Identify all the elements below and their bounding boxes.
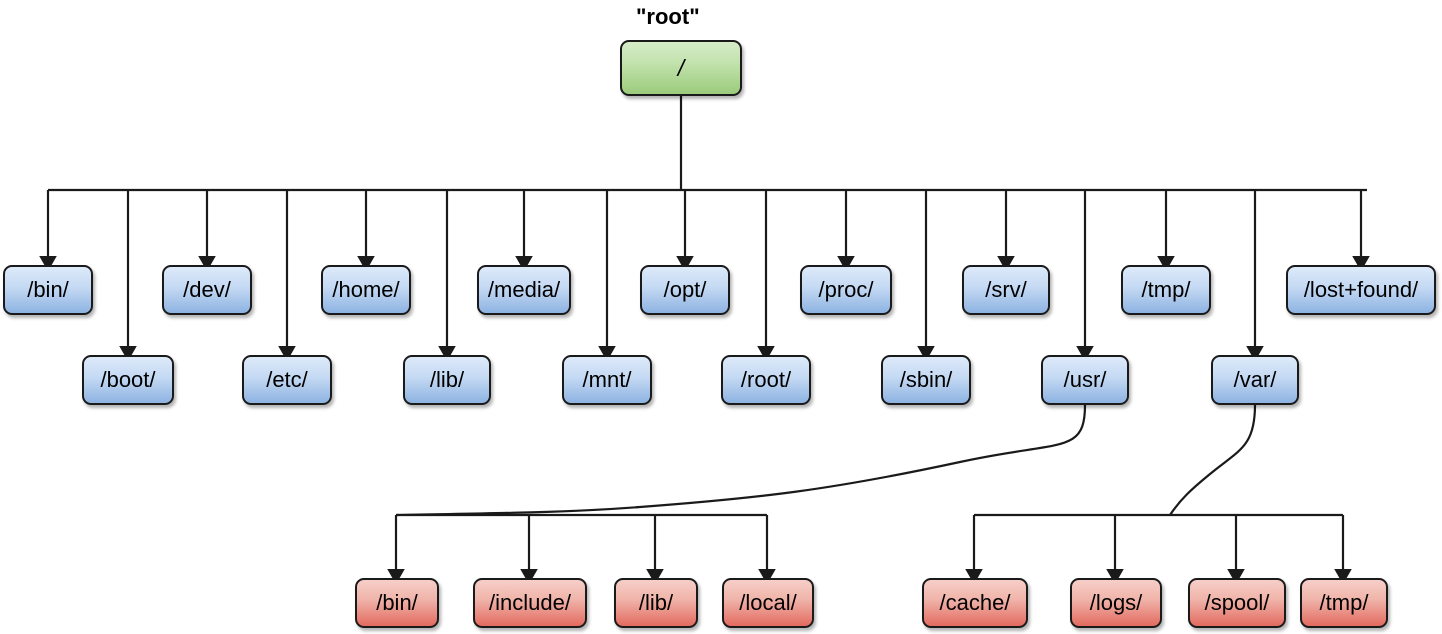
- node-root[interactable]: /root/: [721, 355, 811, 405]
- node-etc[interactable]: /etc/: [242, 355, 332, 405]
- node-media[interactable]: /media/: [477, 265, 571, 315]
- node-tmp[interactable]: /tmp/: [1121, 265, 1211, 315]
- node-lib[interactable]: /lib/: [403, 355, 491, 405]
- node-srv[interactable]: /srv/: [962, 265, 1050, 315]
- node-dev[interactable]: /dev/: [162, 265, 252, 315]
- root-caption: "root": [636, 4, 700, 29]
- node-usr-bin[interactable]: /bin/: [355, 578, 439, 628]
- node-root-slash[interactable]: /: [620, 40, 742, 96]
- node-usr-local[interactable]: /local/: [722, 578, 814, 628]
- node-home[interactable]: /home/: [321, 265, 411, 315]
- node-sbin[interactable]: /sbin/: [881, 355, 971, 405]
- node-var-logs[interactable]: /logs/: [1070, 578, 1162, 628]
- node-bin[interactable]: /bin/: [3, 265, 93, 315]
- node-opt[interactable]: /opt/: [640, 265, 730, 315]
- node-usr[interactable]: /usr/: [1041, 355, 1129, 405]
- node-usr-lib[interactable]: /lib/: [614, 578, 698, 628]
- node-proc[interactable]: /proc/: [800, 265, 892, 315]
- node-var-spool[interactable]: /spool/: [1188, 578, 1286, 628]
- node-usr-include[interactable]: /include/: [473, 578, 587, 628]
- node-var-cache[interactable]: /cache/: [922, 578, 1028, 628]
- node-lost+found[interactable]: /lost+found/: [1286, 265, 1436, 315]
- node-var-tmp[interactable]: /tmp/: [1300, 578, 1388, 628]
- node-boot[interactable]: /boot/: [82, 355, 174, 405]
- node-mnt[interactable]: /mnt/: [562, 355, 652, 405]
- node-var[interactable]: /var/: [1211, 355, 1299, 405]
